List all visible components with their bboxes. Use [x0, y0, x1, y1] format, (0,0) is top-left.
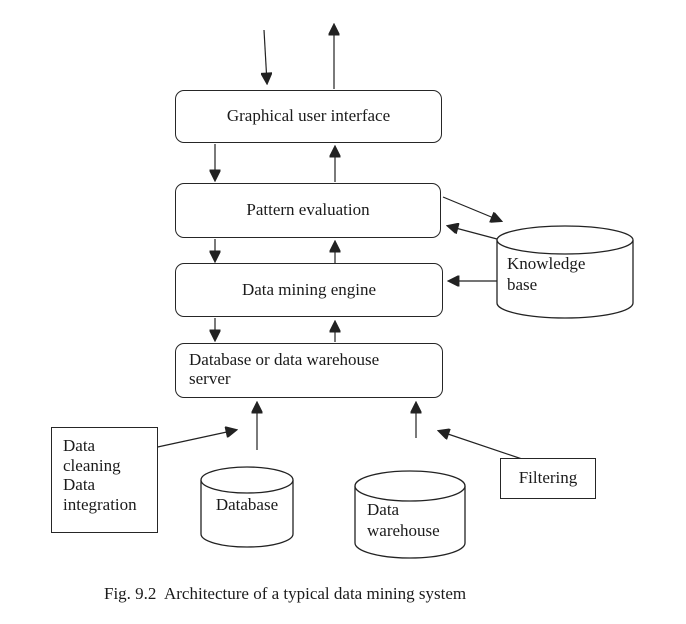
- node-data-mining-engine: Data mining engine: [175, 263, 443, 317]
- node-graphical-user-interface: Graphical user interface: [175, 90, 442, 143]
- arrow-user-to-gui: [264, 29, 267, 83]
- arrow-knowledge-base-to-pattern-evaluation: [448, 226, 498, 240]
- database-cylinder: [200, 466, 294, 548]
- knowledge-base-cylinder: [496, 225, 634, 319]
- data-warehouse-cylinder: [354, 470, 466, 559]
- node-filtering: Filtering: [500, 458, 596, 499]
- node-label: Graphical user interface: [226, 106, 391, 126]
- node-pattern-evaluation: Pattern evaluation: [175, 183, 441, 238]
- knowledge-base-label: Knowledge base: [507, 254, 586, 294]
- node-data-cleaning-integration: Data cleaning Data integration: [51, 427, 158, 533]
- node-label: Data cleaning Data integration: [63, 436, 137, 514]
- arrow-pattern-evaluation-to-knowledge-base: [442, 196, 501, 221]
- node-label: Filtering: [518, 468, 578, 488]
- database-label: Database: [215, 495, 279, 514]
- arrow-filtering-to-server: [439, 431, 523, 460]
- figure-caption: Fig. 9.2 Architecture of a typical data …: [104, 584, 467, 603]
- node-label: Pattern evaluation: [246, 200, 370, 220]
- node-label: Data mining engine: [241, 279, 377, 299]
- data-warehouse-label: Data warehouse: [367, 500, 440, 540]
- node-label: Database or data warehouse server: [189, 350, 380, 388]
- arrow-data-cleaning-to-server: [152, 430, 236, 449]
- node-database-or-data-warehouse-server: Database or data warehouse server: [175, 343, 443, 398]
